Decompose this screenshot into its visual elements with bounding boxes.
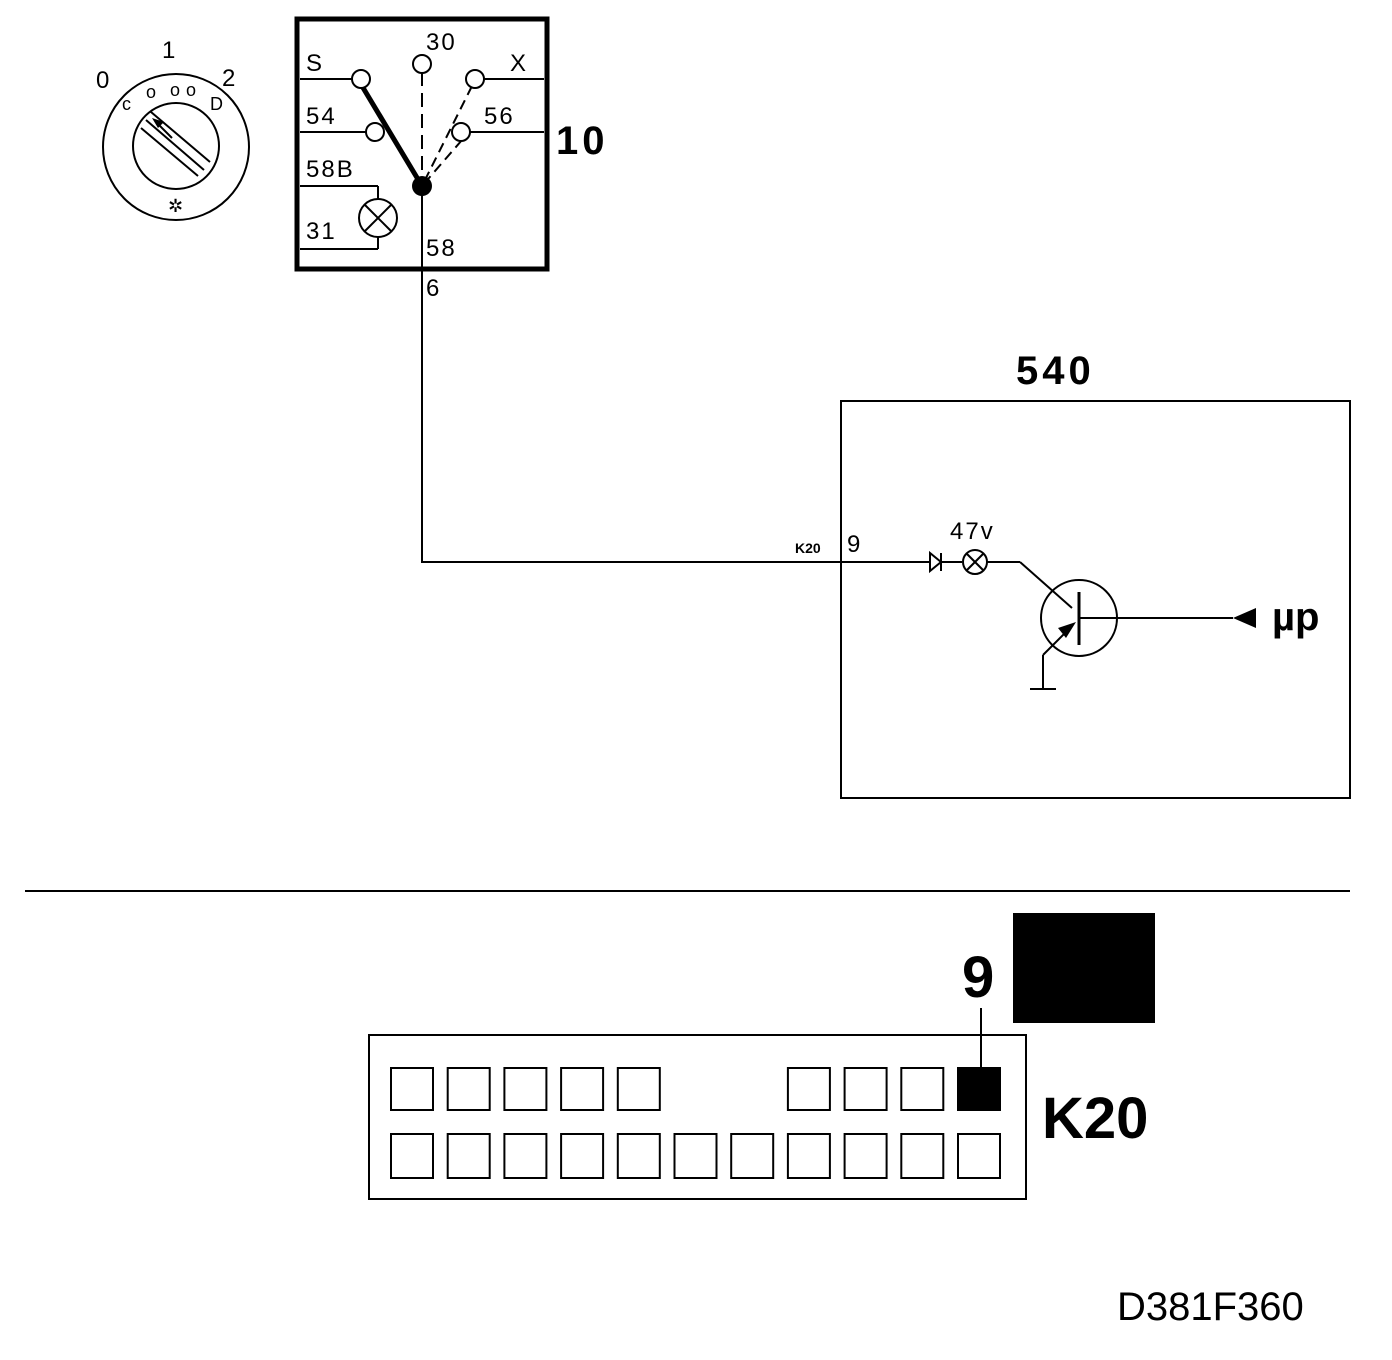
connector-pin <box>900 1133 945 1179</box>
output-pin-6: 6 <box>426 275 441 302</box>
connector-pin-highlighted <box>957 1067 1001 1111</box>
connector-pin <box>616 1067 661 1111</box>
connector-pin <box>843 1133 888 1179</box>
connector-pin <box>560 1067 605 1111</box>
terminal-label-x: X <box>510 50 528 77</box>
connector-pin <box>446 1067 491 1111</box>
connector-bottom-row <box>390 1133 1001 1179</box>
svg-text:D: D <box>210 94 223 114</box>
module-540 <box>840 400 1351 799</box>
connector-pin <box>503 1067 548 1111</box>
connector-pin <box>786 1067 831 1111</box>
component-id-540: 540 <box>1016 349 1095 393</box>
transistor-icon <box>1030 579 1233 690</box>
wire-58 <box>421 269 930 563</box>
led-label: 47v <box>950 518 995 545</box>
svg-text:c: c <box>122 94 131 114</box>
highlighted-pin-label: 9 <box>962 945 994 1010</box>
rotary-switch: 0 1 2 c o o o D ✲ <box>96 37 250 221</box>
terminal-label-56: 56 <box>484 103 515 130</box>
svg-text:✲: ✲ <box>168 196 183 216</box>
diagram-code: D381F360 <box>1117 1285 1304 1329</box>
lamp-icon <box>358 198 398 238</box>
svg-text:o: o <box>146 82 156 102</box>
svg-text:o: o <box>170 80 180 100</box>
input-arrow-icon <box>1233 608 1256 628</box>
terminal-label-58b: 58B <box>306 156 355 183</box>
led-lamp-icon <box>962 549 988 575</box>
terminal-label-58: 58 <box>426 235 457 262</box>
connector-top-row <box>390 1067 1001 1111</box>
connector-label-k20: K20 <box>795 540 821 556</box>
connector-pin <box>900 1067 945 1111</box>
position-label-2: 2 <box>222 65 237 92</box>
terminal-label-31: 31 <box>306 218 337 245</box>
connector-pin <box>390 1133 434 1179</box>
position-label-1: 1 <box>162 37 177 64</box>
light-switch-knob-icon: c o o o D ✲ <box>102 73 250 221</box>
connector-k20 <box>368 1034 1027 1200</box>
pin-highlight-block <box>1013 913 1155 1023</box>
diode-icon <box>929 550 962 574</box>
connector-pin <box>616 1133 661 1179</box>
connector-pin <box>560 1133 605 1179</box>
terminal-label-s: S <box>306 50 324 77</box>
connector-pin <box>786 1133 831 1179</box>
pin-label-9: 9 <box>847 531 862 558</box>
component-id-10: 10 <box>556 119 609 163</box>
processor-label: µp <box>1272 595 1319 639</box>
switch-10: S 30 X 54 56 58B 31 58 <box>294 16 550 272</box>
connector-pin <box>446 1133 491 1179</box>
svg-text:o: o <box>186 80 196 100</box>
position-label-0: 0 <box>96 67 111 94</box>
connector-pin <box>390 1067 434 1111</box>
connector-pin <box>503 1133 548 1179</box>
terminal-label-30: 30 <box>426 29 457 56</box>
connector-name: K20 <box>1042 1086 1148 1151</box>
terminal-label-54: 54 <box>306 103 337 130</box>
connector-pin <box>957 1133 1001 1179</box>
connector-pin <box>843 1067 888 1111</box>
connector-pin <box>673 1133 718 1179</box>
connector-pin <box>730 1133 775 1179</box>
